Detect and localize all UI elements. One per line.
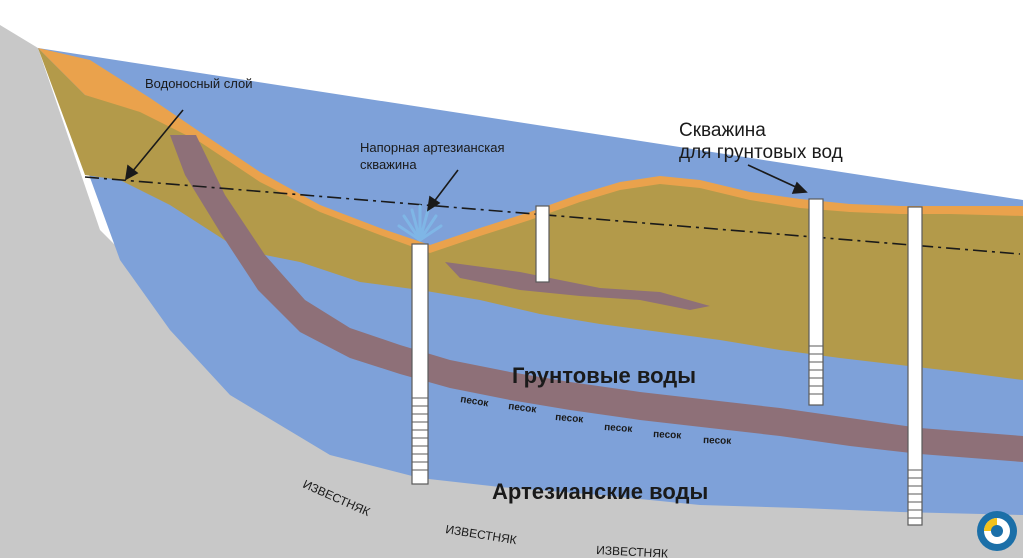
sand-label: песок xyxy=(460,394,491,409)
artesian-well-arrow xyxy=(426,169,459,212)
artesian-well-label-line1: Напорная артезианская xyxy=(360,140,504,155)
water-table-line xyxy=(84,176,1021,255)
limestone-layer xyxy=(0,25,1023,558)
aquifer-label: Водоносный слой xyxy=(145,76,252,91)
artesian-well xyxy=(411,243,429,485)
sand-lens xyxy=(445,262,710,310)
groundwater-well-label-line2: для грунтовых вод xyxy=(679,142,843,163)
sand-band-upper xyxy=(170,135,1023,462)
limestone-label: ИЗВЕСТНЯК xyxy=(596,543,668,558)
sand-label: песок xyxy=(555,412,585,425)
groundwater-well-arrow xyxy=(747,164,808,194)
groundwater-well xyxy=(808,198,824,406)
brand-logo-icon xyxy=(977,511,1017,551)
deep-well xyxy=(907,206,923,526)
topsoil-layer xyxy=(38,48,1023,253)
shallow-well xyxy=(535,205,550,283)
aquifer-arrow xyxy=(124,109,184,181)
sand-label: песок xyxy=(604,422,634,435)
artesian-water-label: Артезианские воды xyxy=(492,479,708,504)
groundwater-label: Грунтовые воды xyxy=(512,363,696,388)
sand-labels: песок песок песок песок песок песок xyxy=(460,394,733,447)
clay-layer xyxy=(38,48,1023,380)
artesian-well-label-line2: скважина xyxy=(360,157,417,172)
sand-label: песок xyxy=(653,429,683,442)
sand-label: песок xyxy=(703,435,733,447)
water-spray-icon xyxy=(397,204,443,242)
groundwater-well-label-line1: Скважина xyxy=(679,120,766,141)
sand-label: песок xyxy=(508,401,538,415)
